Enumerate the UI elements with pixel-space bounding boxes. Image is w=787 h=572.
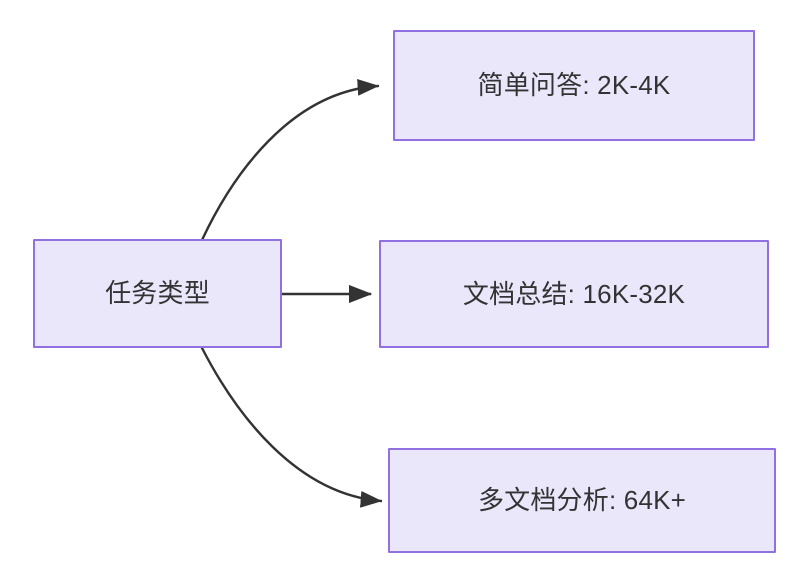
node-doc-summary-label: 文档总结: 16K-32K: [462, 278, 686, 309]
node-doc-summary[interactable]: 文档总结: 16K-32K: [379, 240, 769, 348]
edge-root-to-simple-qa: [200, 79, 380, 242]
edge-root-to-multi-doc: [200, 346, 383, 508]
node-task-type[interactable]: 任务类型: [33, 239, 282, 348]
node-task-type-label: 任务类型: [105, 278, 210, 309]
node-simple-qa[interactable]: 简单问答: 2K-4K: [393, 30, 755, 141]
node-multi-doc-label: 多文档分析: 64K+: [477, 485, 687, 516]
node-multi-doc[interactable]: 多文档分析: 64K+: [388, 448, 776, 553]
node-simple-qa-label: 简单问答: 2K-4K: [477, 70, 671, 101]
